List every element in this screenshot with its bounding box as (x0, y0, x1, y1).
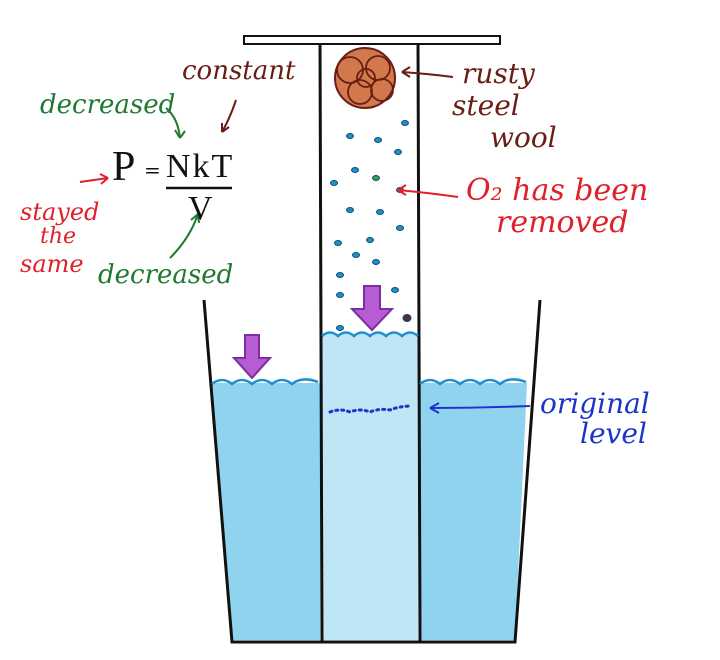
label-o2-removed-line2: removed (496, 205, 629, 240)
label-original: original (540, 387, 650, 420)
tube-right-wall (416, 39, 422, 643)
steel-wool-icon (334, 47, 396, 109)
outer-water-surface-left (211, 378, 319, 386)
equation-equals: = (144, 158, 161, 182)
label-o2-removed-line1: O₂ has been (466, 173, 649, 208)
label-same: same (20, 250, 84, 278)
equation-lhs: P (112, 144, 136, 190)
down-arrow-outer (231, 334, 273, 380)
label-rusty: rusty (462, 57, 535, 90)
label-steel: steel (452, 89, 520, 122)
original-level-line (328, 404, 414, 414)
label-wool: wool (490, 121, 557, 154)
label-constant: constant (182, 56, 296, 86)
label-level: level (580, 417, 647, 450)
tube-left-wall (318, 39, 324, 643)
down-arrow-tube (349, 285, 395, 332)
tube-water-surface (321, 331, 419, 338)
outer-water (212, 383, 527, 640)
tube-water (322, 334, 418, 640)
tube-top-bar (243, 35, 501, 45)
label-arrows (79, 66, 531, 414)
label-decreased-bottom: decreased (98, 260, 234, 290)
equation-numerator: NkT (166, 148, 235, 185)
label-stayed: stayed (20, 198, 100, 226)
outer-water-surface-right (419, 378, 527, 386)
label-the: the (40, 224, 77, 249)
label-decreased-top: decreased (40, 90, 176, 120)
gas-molecules (330, 120, 412, 331)
equation-denominator: V (188, 190, 213, 227)
outer-container (202, 299, 542, 644)
